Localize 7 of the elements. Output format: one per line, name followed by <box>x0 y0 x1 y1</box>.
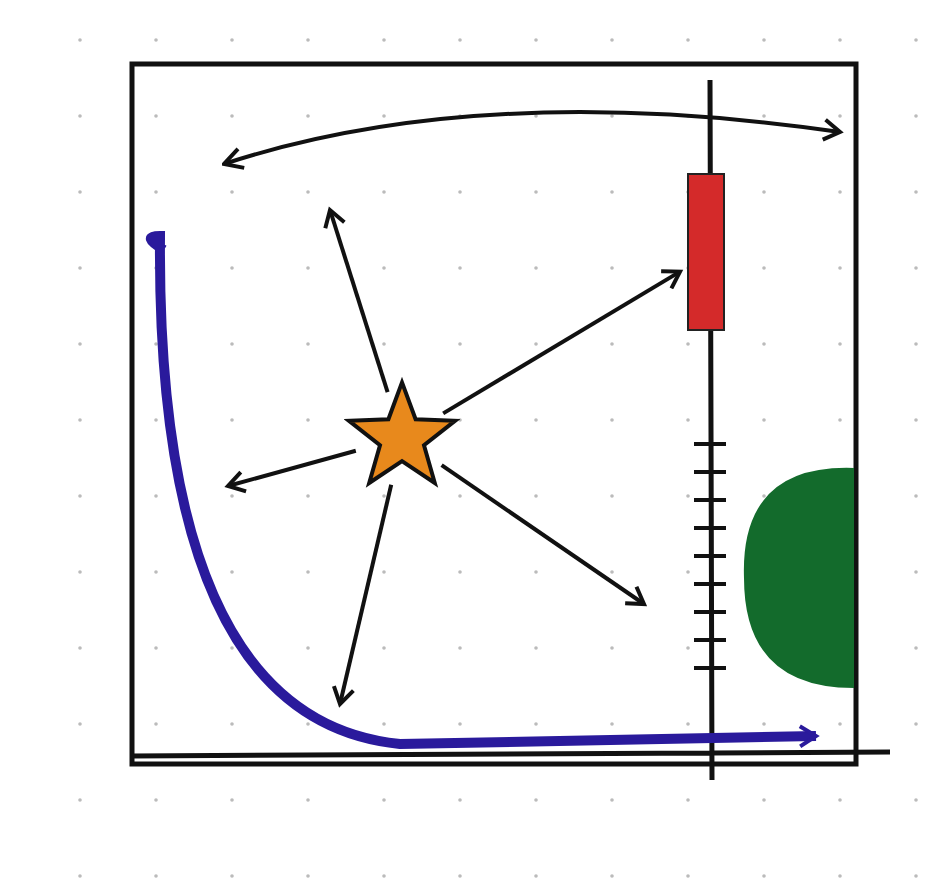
arrow <box>442 269 682 416</box>
arrow <box>226 448 357 494</box>
arrow <box>323 208 390 393</box>
arrow <box>440 463 646 606</box>
star-shape <box>344 376 460 492</box>
bar-shape <box>686 172 726 332</box>
arrow <box>331 484 394 706</box>
